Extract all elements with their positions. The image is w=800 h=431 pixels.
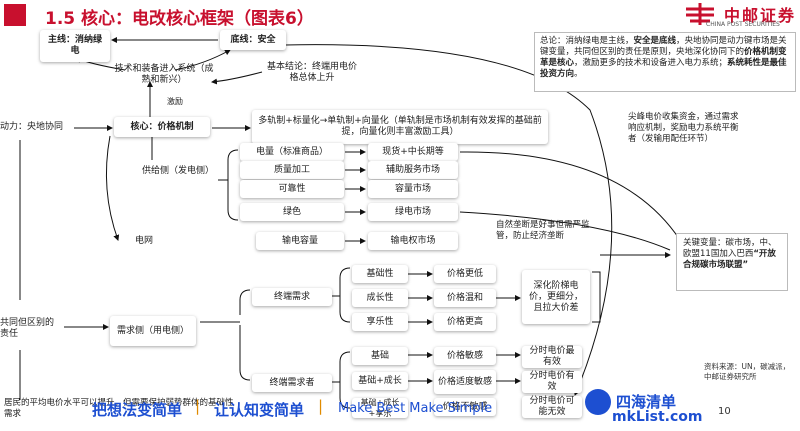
brand-name-en: CHINA POST SECURITIES [706,21,780,28]
supply-side-node: 供给侧（发电侧） [141,166,214,176]
price-sensitivity: 价格不敏感 [434,398,496,416]
watermark-slogan-2: 让认知变简单 [214,401,305,419]
watermark-slogan-3: Make Best Make Simple [338,401,493,416]
demand-attr: 享乐性 [352,313,408,331]
transmission-capacity-node: 输电容量 [256,232,344,250]
demand-side-node: 需求侧（用电侧） [110,316,196,346]
demand-price: 价格更低 [434,265,496,283]
demand-group: 基础+成长 [352,372,408,390]
shared-responsibility-node: 共同但区别的责任 [0,318,55,339]
supply-market: 辅助服务市场 [368,161,458,179]
footer-note: 居民的平均电价水平可以提升，但需要保护弱势群体的基础性需求 [4,398,234,419]
terminal-demand-node: 终端需求 [252,288,332,306]
demand-price: 价格温和 [434,289,496,307]
page-title: 1.5 核心：电改核心框架（图表6） [45,9,314,29]
supply-market: 现货+中长期等 [368,143,458,161]
demand-group: 基础+成长+享乐 [352,398,408,418]
incentive-label: 激励 [167,97,183,106]
grid-node: 电网 [134,236,153,246]
supply-item: 电量（标准商品） [240,143,344,161]
mklist-logo-icon [585,389,611,415]
peak-price-note: 尖峰电价收集资金，通过需求响应机制，奖励电力系统平衡者（发输用配任环节） [628,112,739,144]
demand-group: 基础 [352,347,408,365]
bottom-line-node: 底线：安全 [220,30,286,50]
watermark-separator: | [318,397,324,415]
supply-item: 绿色 [240,203,344,221]
transmission-rights-market-node: 输电权市场 [368,232,458,250]
title-accent-bar [4,4,26,26]
tou-price: 分时电价最有效 [522,346,582,368]
supply-item: 质量加工 [240,161,344,179]
carbon-market-box: 关键变量：碳市场，中、欧盟11国加入巴西“开放合规碳市场联盟” [676,233,788,291]
summary-box: 总论：消纳绿电是主线，安全是底线，央地协同是动力键市场是关键变量，共同但区别的责… [534,32,796,92]
tou-price: 分时电价可能无效 [522,396,582,418]
price-sensitivity: 价格适度敏感 [434,370,496,394]
china-post-logo-icon [686,3,714,25]
core-price-mechanism-node: 核心：价格机制 [114,117,210,137]
price-sensitivity: 价格敏感 [434,347,496,365]
watermark-slogan-1: 把想法变简单 [92,401,183,419]
watermark-site: mkList.com [612,409,703,425]
tech-entry-node: 技术和装备进入系统（成熟和新兴） [114,64,214,85]
demand-price: 价格更高 [434,313,496,331]
terminal-demander-node: 终端需求者 [252,374,332,392]
watermark-brand: 四海清单 [616,393,677,411]
watermark-separator: | [195,397,201,415]
brand-name-cn: 中邮证券 [724,6,797,25]
page-number: 10 [718,406,731,417]
supply-item: 可靠性 [240,180,344,198]
supply-market: 绿电市场 [368,203,458,221]
tou-price: 分时电价有效 [522,371,582,393]
supply-market: 容量市场 [368,180,458,198]
demand-attr: 成长性 [352,289,408,307]
dynamic-node: 动力：央地协同 [0,122,64,132]
reform-path-node: 多轨制+标量化→单轨制+向量化（单轨制是市场机制有效发挥的基础前提，向量化则丰富… [252,110,548,144]
natural-monopoly-note: 自然垄断是好事但需严监管，防止经济垄断 [496,220,590,241]
ladder-price-note: 深化阶梯电价，更细分，且拉大价差 [522,270,590,324]
basic-conclusion-node: 基本结论：终端用电价格总体上升 [266,62,357,83]
demand-attr: 基础性 [352,265,408,283]
source-note: 资料来源：UN，碳减派，中邮证券研究所 [704,362,791,381]
main-line-node: 主线：消纳绿电 [40,30,110,62]
